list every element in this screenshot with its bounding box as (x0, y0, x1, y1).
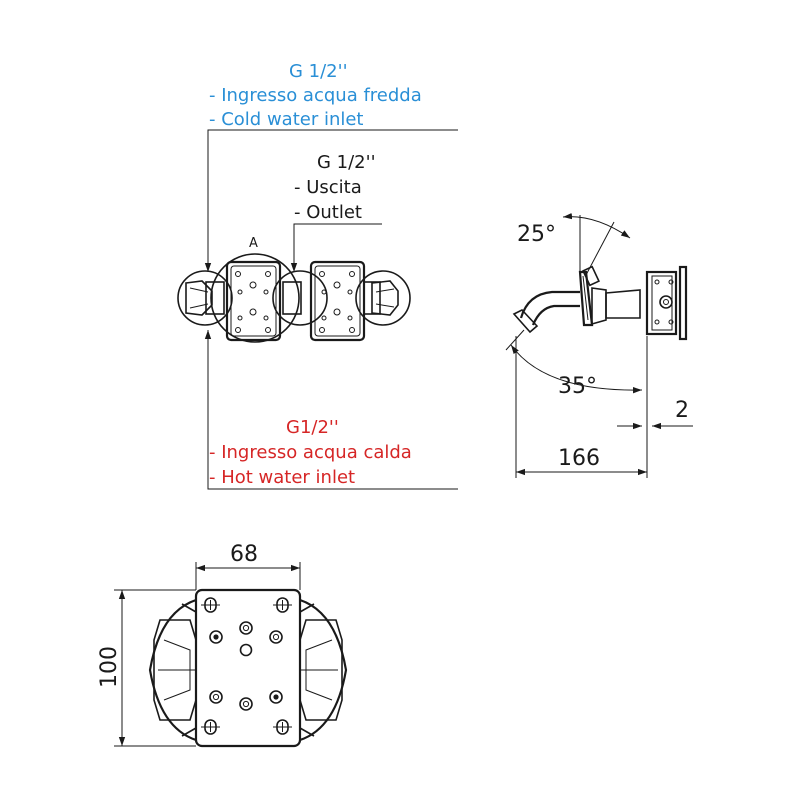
height-dimension (114, 589, 196, 747)
cold-inlet-leader (204, 129, 458, 272)
cold-inlet-label-en: - Cold water inlet (209, 109, 364, 130)
cold-inlet-label-it: - Ingresso acqua fredda (209, 85, 422, 106)
angle-bottom-dimension (505, 329, 643, 394)
hot-inlet-thread: G1/2'' (286, 417, 339, 438)
outlet-label-it: - Uscita (294, 177, 362, 198)
angle-top-label: 25° (517, 222, 556, 247)
outlet-leader (290, 223, 382, 272)
front-view-assembly (177, 253, 411, 343)
offset-label: 2 (675, 398, 689, 423)
angle-bottom-label: 35° (558, 374, 597, 399)
offset-dimension (617, 336, 693, 478)
width-dimension (195, 562, 301, 590)
hot-inlet-leader (204, 330, 458, 490)
cold-inlet-thread: G 1/2'' (289, 61, 348, 82)
height-label: 100 (97, 646, 122, 688)
plate-detail (148, 588, 348, 748)
side-view-spout (512, 265, 688, 341)
length-label: 166 (558, 446, 600, 471)
angle-top-dimension (562, 213, 631, 276)
length-dimension (515, 336, 647, 478)
hot-inlet-label-en: - Hot water inlet (209, 467, 355, 488)
outlet-thread: G 1/2'' (317, 152, 376, 173)
width-label: 68 (230, 542, 258, 567)
outlet-label-en: - Outlet (294, 202, 362, 223)
hot-inlet-label-it: - Ingresso acqua calda (209, 442, 412, 463)
view-a-label: A (249, 236, 258, 251)
